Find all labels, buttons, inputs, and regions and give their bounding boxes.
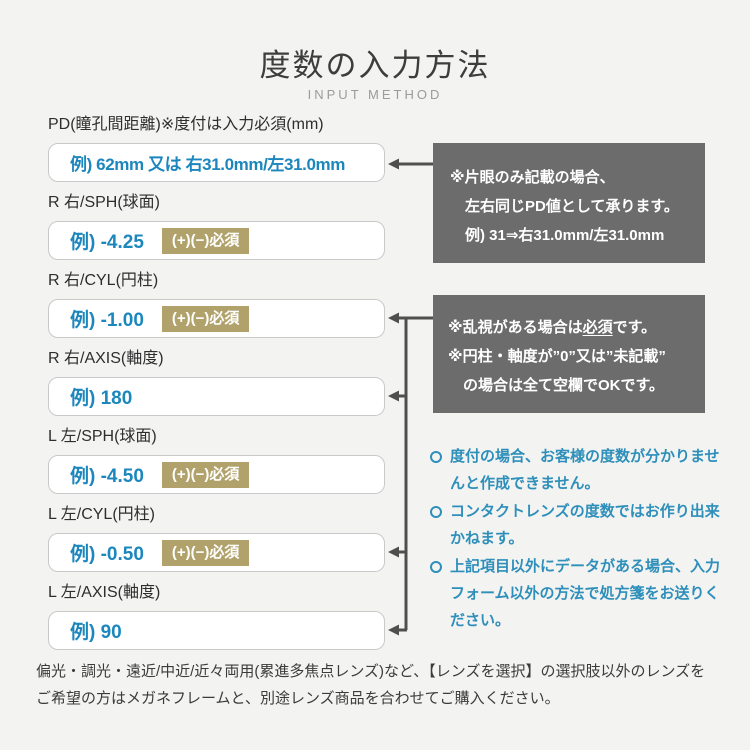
example-value-r-cyl: 例) -1.00 <box>70 310 144 331</box>
field-label-l-cyl: L 左/CYL(円柱) <box>48 506 155 523</box>
arrowhead-left-icon <box>388 546 399 558</box>
plus-minus-required-badge: (+)(−)必須 <box>161 461 250 488</box>
field-label-r-axis: R 右/AXIS(軸度) <box>48 350 164 367</box>
example-input-l-axis: 例) 90 <box>48 611 385 650</box>
pd-note-line3: 例) 31⇒右31.0mm/左31.0mm <box>465 227 665 244</box>
example-input-r-axis: 例) 180 <box>48 377 385 416</box>
notice-text: 上記項目以外にデータがある場合、入力フォーム以外の方法で処方箋をお送りください。 <box>450 558 721 629</box>
notice-text: コンタクトレンズの度数ではお作り出来かねます。 <box>450 503 720 547</box>
plus-minus-required-badge: (+)(−)必須 <box>161 227 250 254</box>
field-label-l-axis: L 左/AXIS(軸度) <box>48 584 161 601</box>
field-group-r-sph: R 右/SPH(球面) 例) -4.25 (+)(−)必須 <box>48 192 385 260</box>
list-item: 度付の場合、お客様の度数が分かりませんと作成できません。 <box>430 443 722 497</box>
field-label-pd: PD(瞳孔間距離)※度付は入力必須(mm) <box>48 116 324 133</box>
lens-purchase-footer-note: 偏光・調光・遠近/中近/近々両用(累進多焦点レンズ)など、【レンズを選択】の選択… <box>36 663 706 707</box>
circle-bullet-icon <box>430 561 442 573</box>
arrowhead-left-icon <box>388 312 399 324</box>
field-group-l-axis: L 左/AXIS(軸度) 例) 90 <box>48 582 385 650</box>
list-item: コンタクトレンズの度数ではお作り出来かねます。 <box>430 498 722 552</box>
field-group-r-axis: R 右/AXIS(軸度) 例) 180 <box>48 348 385 416</box>
example-input-l-sph: 例) -4.50 (+)(−)必須 <box>48 455 385 494</box>
example-input-r-cyl: 例) -1.00 (+)(−)必須 <box>48 299 385 338</box>
astigmatism-note-line3: の場合は全て空欄でOKです。 <box>463 377 665 394</box>
field-group-l-cyl: L 左/CYL(円柱) 例) -0.50 (+)(−)必須 <box>48 504 385 572</box>
astigmatism-note-box: ※乱視がある場合は必須です。 ※円柱・軸度が”0”又は”未記載” の場合は全て空… <box>433 295 705 413</box>
notice-text: 度付の場合、お客様の度数が分かりませんと作成できません。 <box>450 448 720 492</box>
page-subtitle: INPUT METHOD <box>307 87 443 102</box>
astigmatism-note-line2: ※円柱・軸度が”0”又は”未記載” <box>448 348 666 365</box>
field-group-pd: PD(瞳孔間距離)※度付は入力必須(mm) 例) 62mm 又は 右31.0mm… <box>48 114 385 182</box>
page-title: 度数の入力方法 <box>259 48 491 83</box>
pd-note-line2: 左右同じPD値として承ります。 <box>465 198 679 215</box>
field-label-l-sph: L 左/SPH(球面) <box>48 428 157 445</box>
example-value-r-axis: 例) 180 <box>70 388 133 409</box>
field-label-r-sph: R 右/SPH(球面) <box>48 194 161 211</box>
pd-note-line1: ※片眼のみ記載の場合、 <box>450 169 615 186</box>
arrowhead-left-icon <box>388 624 399 636</box>
example-input-l-cyl: 例) -0.50 (+)(−)必須 <box>48 533 385 572</box>
arrowhead-left-icon <box>388 390 399 402</box>
example-input-pd: 例) 62mm 又は 右31.0mm/左31.0mm <box>48 143 385 182</box>
field-label-r-cyl: R 右/CYL(円柱) <box>48 272 159 289</box>
pd-note-box: ※片眼のみ記載の場合、 左右同じPD値として承ります。 例) 31⇒右31.0m… <box>433 143 705 263</box>
plus-minus-required-badge: (+)(−)必須 <box>161 305 250 332</box>
plus-minus-required-badge: (+)(−)必須 <box>161 539 250 566</box>
circle-bullet-icon <box>430 506 442 518</box>
example-value-l-axis: 例) 90 <box>70 622 122 643</box>
field-group-r-cyl: R 右/CYL(円柱) 例) -1.00 (+)(−)必須 <box>48 270 385 338</box>
astigmatism-note-line1: ※乱視がある場合は必須です。 <box>448 319 657 336</box>
list-item: 上記項目以外にデータがある場合、入力フォーム以外の方法で処方箋をお送りください。 <box>430 553 722 634</box>
notice-bullet-list: 度付の場合、お客様の度数が分かりませんと作成できません。 コンタクトレンズの度数… <box>430 443 722 635</box>
required-emphasis: 必須 <box>582 319 613 336</box>
field-group-l-sph: L 左/SPH(球面) 例) -4.50 (+)(−)必須 <box>48 426 385 494</box>
example-value-pd: 例) 62mm 又は 右31.0mm/左31.0mm <box>70 155 345 174</box>
arrowhead-left-icon <box>388 158 399 170</box>
circle-bullet-icon <box>430 451 442 463</box>
example-value-l-cyl: 例) -0.50 <box>70 544 144 565</box>
example-value-l-sph: 例) -4.50 <box>70 466 144 487</box>
example-value-r-sph: 例) -4.25 <box>70 232 144 253</box>
example-input-r-sph: 例) -4.25 (+)(−)必須 <box>48 221 385 260</box>
